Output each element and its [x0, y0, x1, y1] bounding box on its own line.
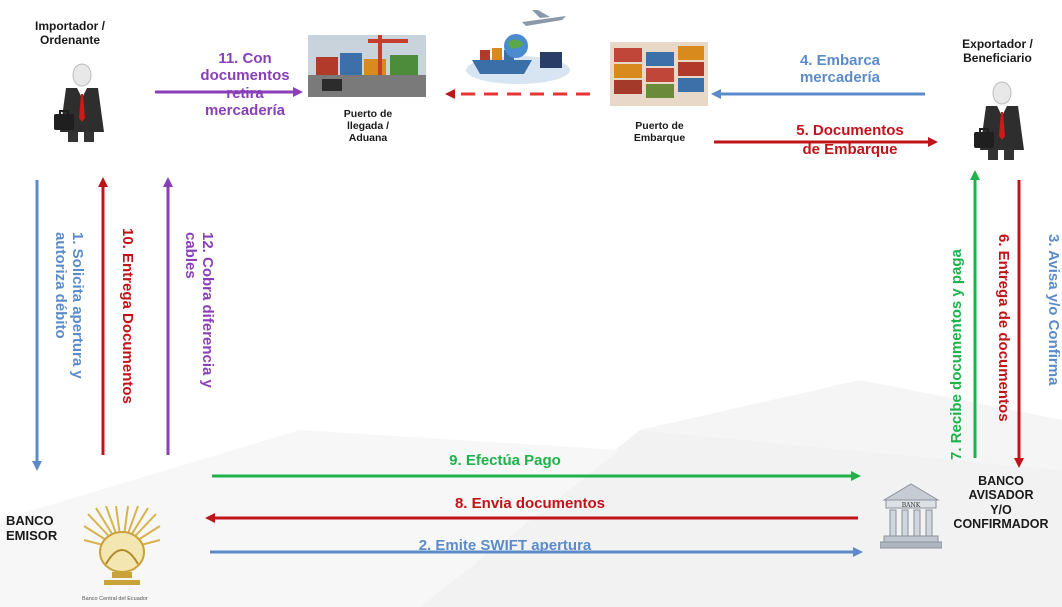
step-4-label: 4. Embarca mercadería — [799, 52, 881, 87]
step-3-label: 3. Avisa y/o Confirma — [1045, 234, 1062, 386]
importer-label: Importador / Ordenante — [34, 19, 105, 47]
step-7-label: 7. Recibe documentos y paga — [948, 249, 965, 460]
step-2-label: 2. Emite SWIFT apertura — [418, 537, 592, 554]
step-9-label: 9. Efectúa Pago — [449, 452, 561, 469]
step-12-label: 12. Cobra diferencia y cables — [181, 232, 216, 388]
step-5-label: 5. Documentos de Embarque — [796, 122, 904, 158]
exporter-label: Exportador / Beneficiario — [962, 37, 1033, 65]
businessman-icon — [974, 81, 1024, 160]
businessman-icon — [54, 63, 104, 142]
step-8-label: 8. Envia documentos — [454, 495, 606, 512]
advising-bank-label: BANCO AVISADOR Y/O CONFIRMADOR — [953, 474, 1049, 532]
issuing-bank-label: BANCO EMISOR — [6, 513, 58, 543]
step-10-label: 10. Entrega Documentos — [119, 228, 136, 404]
bank-sign-text: BANK — [902, 502, 921, 509]
central-bank-seal-icon — [83, 506, 161, 585]
ship-plane-globe-icon — [466, 10, 570, 84]
step-6-label: 6. Entrega de documentos — [995, 234, 1012, 422]
shipping-port-label: Puerto de Embarque — [633, 120, 686, 145]
step-11-label: 11. Con documentos retira mercadería — [200, 50, 290, 119]
arrival-port-label: Puerto de llegada / Aduana — [343, 108, 393, 145]
step-1-label: 1. Solicita apertura y autoriza débito — [51, 232, 86, 379]
container-port-icon — [308, 35, 426, 97]
bank-building-icon: BANK — [880, 483, 942, 549]
container-stack-icon — [610, 42, 708, 106]
central-bank-caption: Banco Central del Ecuador — [82, 596, 148, 602]
